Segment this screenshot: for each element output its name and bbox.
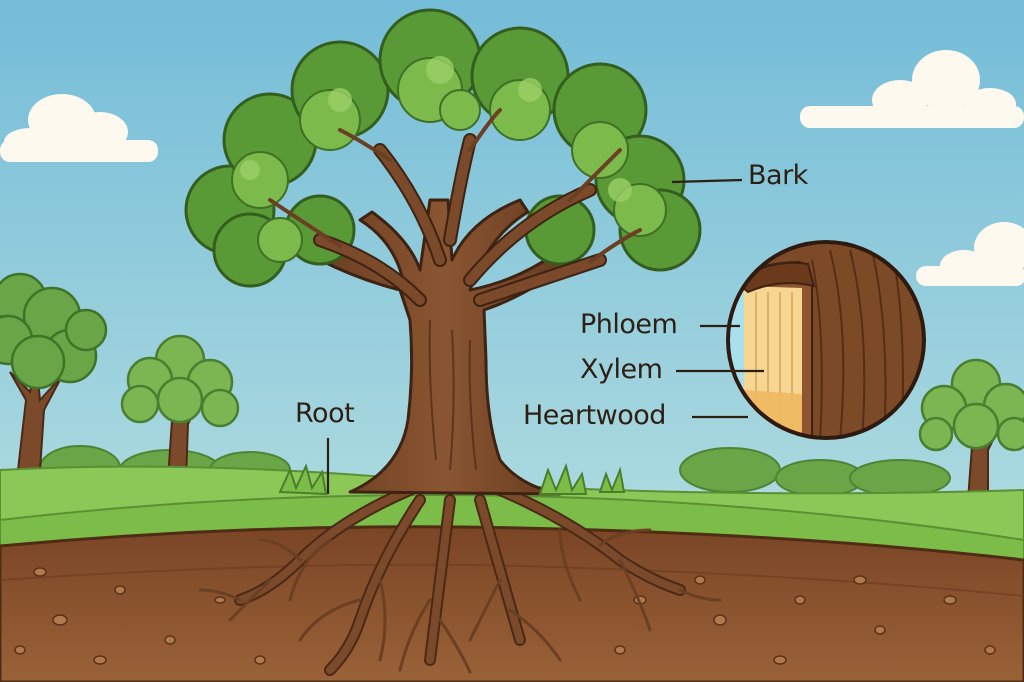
cloud-right-top <box>800 50 1024 128</box>
background-tree-left <box>0 272 108 471</box>
trunk-cross-section <box>726 240 926 440</box>
label-bark: Bark <box>748 160 808 191</box>
tree-branches <box>268 108 642 307</box>
cloud-right-mid <box>916 222 1024 286</box>
background-tree-middle <box>120 334 240 481</box>
background-tree-right <box>918 358 1024 501</box>
label-phloem: Phloem <box>580 309 678 340</box>
label-leader-lines <box>326 178 764 494</box>
bark-leader-line <box>671 178 743 184</box>
grass-tufts <box>278 462 626 496</box>
cloud-left <box>0 94 158 162</box>
soil-pebbles <box>14 567 996 665</box>
label-heartwood: Heartwood <box>523 400 666 431</box>
soil-layer-line <box>0 563 1024 597</box>
label-root: Root <box>295 398 355 429</box>
label-xylem: Xylem <box>580 354 663 385</box>
trunk-bark-lines <box>428 319 477 471</box>
tree-roots <box>198 484 722 676</box>
